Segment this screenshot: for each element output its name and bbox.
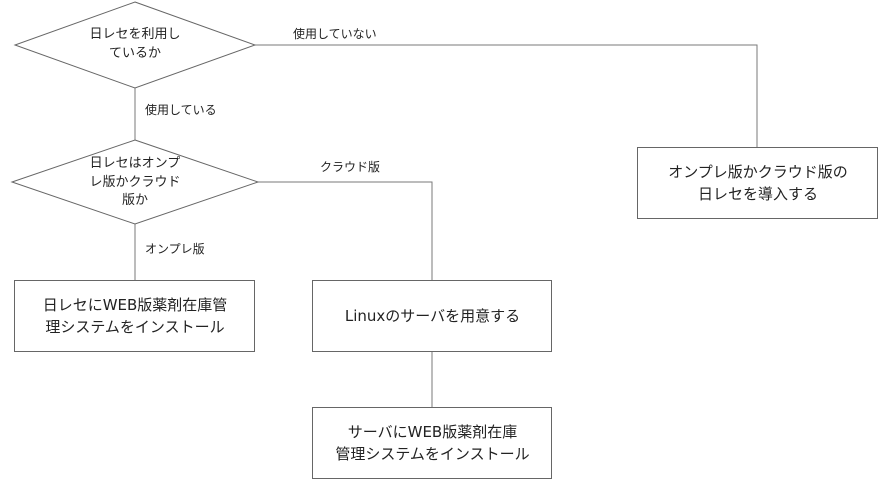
process-install-onprem-box [14,280,255,352]
connector-cloud [258,181,433,280]
edge-label-cloud: クラウド版 [320,160,381,174]
edge-label-using: 使用している [145,103,217,117]
decision-use-nichireseno-diamond [13,1,257,89]
edge-label-not-using: 使用していない [293,27,377,41]
process-prepare-linux: Linuxのサーバを用意する [344,306,521,325]
decision-use-nichireseno: 日レセを利用し ているか [89,27,181,61]
process-prepare-linux-box [312,280,552,352]
process-introduce-nichireseno-box [637,147,878,219]
process-introduce-nichireseno: オンプレ版かクラウド版の 日レセを導入する [668,162,848,203]
decision-onprem-or-cloud-diamond [10,139,260,225]
decision-onprem-or-cloud: 日レセはオンプ レ版かクラウド 版か [89,155,181,209]
process-install-onprem: 日レセにWEB版薬剤在庫管 理システムをインストール [42,295,228,336]
process-install-server-box [312,407,552,479]
process-install-server: サーバにWEB版薬剤在庫 管理システムをインストール [335,422,530,463]
edge-label-onprem: オンプレ版 [145,242,205,256]
connector-not-using [255,44,758,147]
